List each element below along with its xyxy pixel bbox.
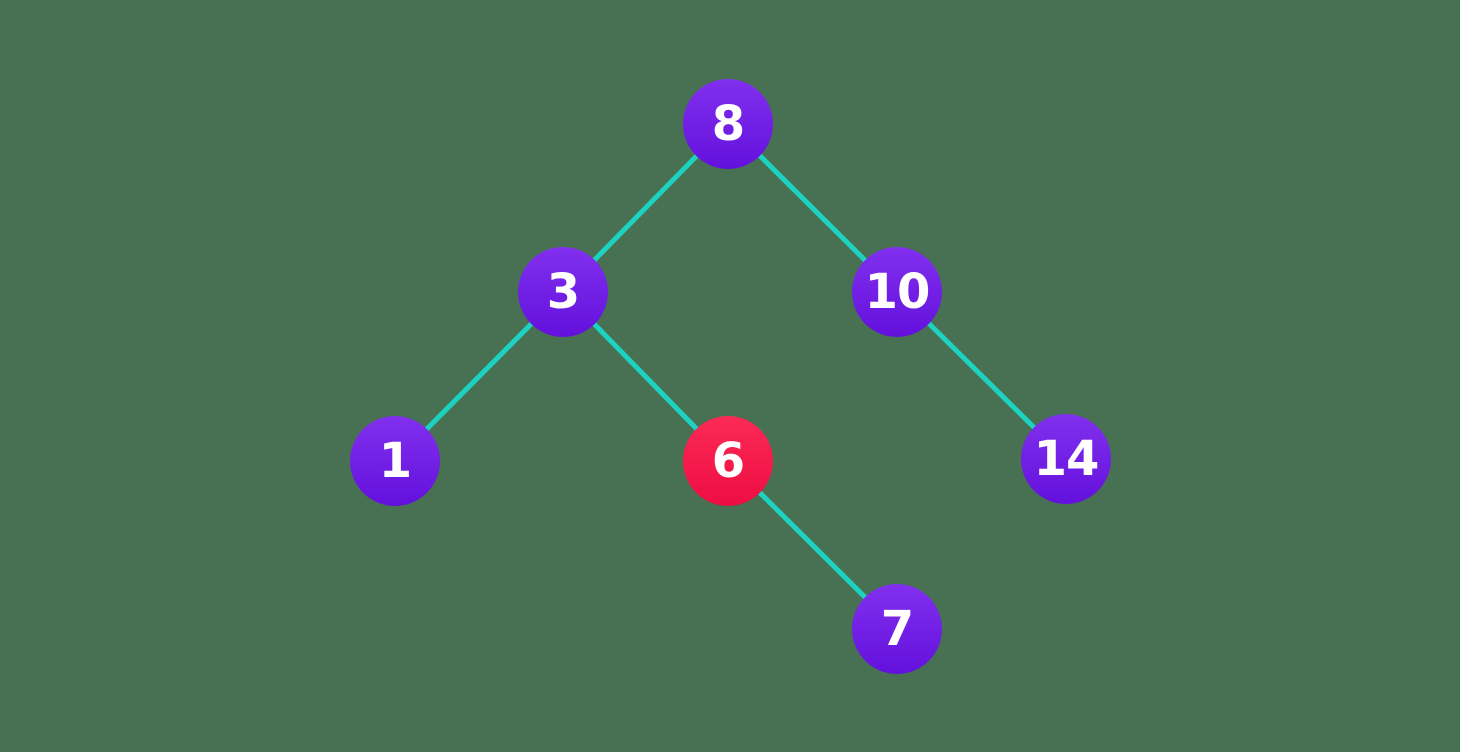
- tree-node-label: 1: [378, 433, 412, 489]
- tree-node-label: 3: [546, 264, 580, 320]
- tree-node-14[interactable]: 14: [1021, 414, 1111, 504]
- tree-node-label: 14: [1033, 431, 1100, 487]
- tree-node-3[interactable]: 3: [518, 247, 608, 337]
- tree-node-10[interactable]: 10: [852, 247, 942, 337]
- tree-node-label: 10: [864, 264, 931, 320]
- tree-node-1[interactable]: 1: [350, 416, 440, 506]
- tree-node-6[interactable]: 6: [683, 416, 773, 506]
- tree-node-label: 7: [880, 601, 914, 657]
- tree-node-label: 6: [711, 433, 745, 489]
- tree-node-7[interactable]: 7: [852, 584, 942, 674]
- tree-node-8[interactable]: 8: [683, 79, 773, 169]
- tree-node-label: 8: [711, 96, 745, 152]
